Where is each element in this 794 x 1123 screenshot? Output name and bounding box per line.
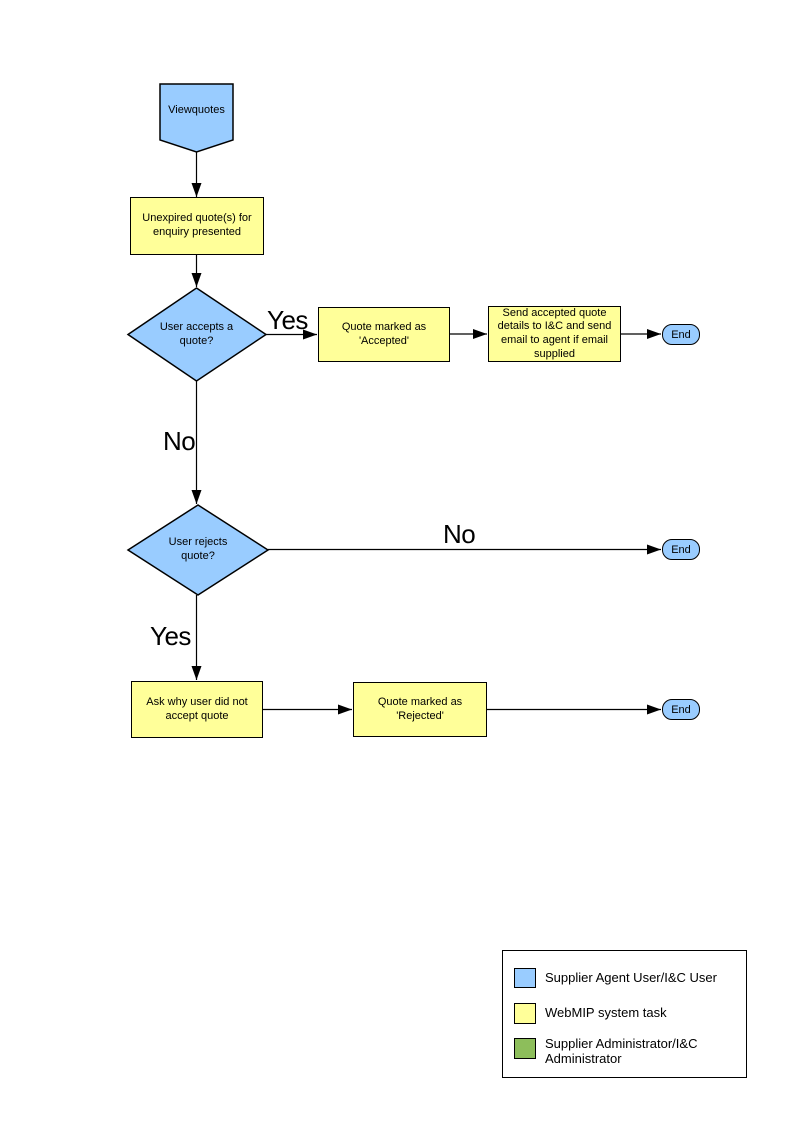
edge-label-rejects-yes: Yes: [150, 621, 191, 651]
legend-label-agent-user: Supplier Agent User/I&C User: [545, 969, 717, 985]
start-node-label: Viewquotes: [168, 104, 225, 117]
decision-rejects-label: User rejects quote?: [168, 536, 228, 562]
legend-row-agent-user: Supplier Agent User/I&C User: [514, 968, 717, 988]
legend-swatch-agent-user: [514, 968, 536, 988]
end-terminator-not-rejected: End: [662, 539, 700, 560]
edge-label-accepts-yes: Yes: [267, 305, 308, 335]
task-present-quotes: Unexpired quote(s) for enquiry presented: [130, 197, 264, 255]
legend-row-system-task: WebMIP system task: [514, 1003, 667, 1024]
end-terminator-accepted: End: [662, 324, 700, 345]
task-mark-rejected: Quote marked as 'Rejected': [353, 682, 487, 737]
task-send-details: Send accepted quote details to I&C and s…: [488, 306, 621, 362]
legend-label-system-task: WebMIP system task: [545, 1005, 667, 1021]
decision-accepts-shape: [126, 287, 268, 382]
legend-row-administrator: Supplier Administrator/I&C Administrator: [514, 1036, 725, 1067]
legend-box: Supplier Agent User/I&C User WebMIP syst…: [502, 950, 747, 1078]
edge-label-rejects-no: No: [443, 519, 476, 549]
legend-swatch-administrator: [514, 1038, 536, 1059]
decision-accepts-label: User accepts a quote?: [159, 321, 234, 347]
legend-label-administrator: Supplier Administrator/I&C Administrator: [545, 1036, 698, 1066]
start-pentagon-shape: [159, 83, 234, 153]
edge-label-accepts-no: No: [163, 426, 196, 456]
end-terminator-rejected: End: [662, 699, 700, 720]
task-mark-accepted: Quote marked as 'Accepted': [318, 307, 450, 362]
decision-rejects-shape: [126, 504, 270, 596]
legend-swatch-system-task: [514, 1003, 536, 1024]
task-ask-why: Ask why user did not accept quote: [131, 681, 263, 738]
